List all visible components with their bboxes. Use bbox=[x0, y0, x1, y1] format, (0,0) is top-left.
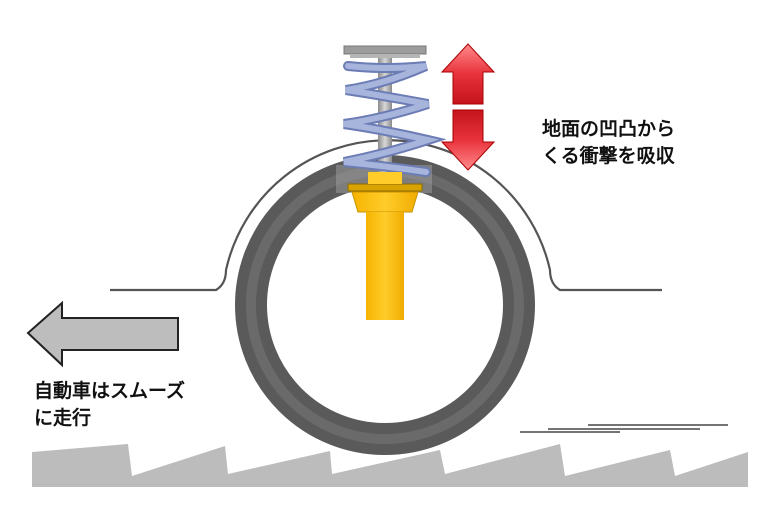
damper-body bbox=[366, 212, 404, 320]
damper-upper bbox=[368, 172, 402, 184]
shock-absorption-line-2: くる衝撃を吸収 bbox=[542, 145, 675, 167]
direction-left-arrow-icon bbox=[26, 300, 179, 368]
shock-absorption-line-1: 地面の凹凸から bbox=[542, 118, 676, 140]
smooth-drive-line-1: 自動車はスムーズ bbox=[34, 380, 186, 402]
smooth-drive-line-2: に走行 bbox=[34, 407, 92, 429]
road-surface bbox=[32, 444, 748, 487]
speed-lines bbox=[520, 424, 728, 433]
spring-seat bbox=[347, 183, 423, 192]
top-plate-base bbox=[350, 54, 420, 58]
smooth-drive-label: 自動車はスムーズ に走行 bbox=[34, 378, 185, 432]
damper-collar bbox=[351, 191, 419, 213]
updown-arrow-icon bbox=[440, 43, 496, 171]
coil-spring bbox=[343, 61, 447, 177]
shock-absorption-label: 地面の凹凸から くる衝撃を吸収 bbox=[542, 116, 675, 170]
top-plate bbox=[343, 45, 427, 55]
